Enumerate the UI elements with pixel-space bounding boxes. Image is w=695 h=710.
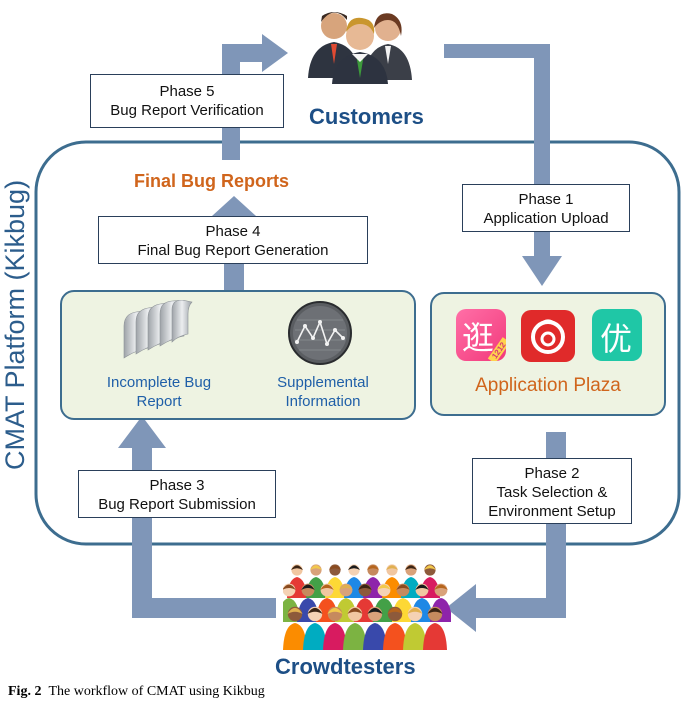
crowd-person-hair: [301, 584, 315, 590]
crowd-person-body: [383, 623, 407, 650]
crowd-person-hair: [386, 565, 398, 570]
crowd-person-hair: [348, 565, 360, 570]
crowdtesters-icon: [283, 564, 451, 650]
crowd-person-hair: [387, 607, 403, 614]
chart-circle-icon: [288, 301, 352, 365]
crowd-person-hair: [339, 584, 353, 590]
crowd-person-hair: [377, 584, 391, 590]
stacked-documents-icon: [123, 300, 193, 359]
crowd-person-hair: [407, 607, 423, 614]
phase-2-subtitle-line-2: Environment Setup: [488, 503, 616, 520]
figure-label: Fig. 2: [8, 684, 42, 699]
crowd-person-hair: [396, 584, 410, 590]
bug-report-panel: [60, 290, 416, 420]
crowd-person-hair: [287, 607, 303, 614]
figure-caption: Fig. 2 The workflow of CMAT using Kikbug: [8, 684, 265, 700]
music-app-icon: [521, 310, 575, 362]
crowd-person-hair: [424, 565, 436, 570]
crowd-person-hair: [367, 607, 383, 614]
crowd-person-hair: [434, 584, 448, 590]
phase-2-box: Phase 2 Task Selection & Environment Set…: [472, 458, 632, 524]
incomplete-line-2: Report: [136, 393, 182, 410]
crowd-person-hair: [291, 565, 303, 570]
crowd-person-hair: [405, 565, 417, 570]
crowd-person-hair: [427, 607, 443, 614]
phase-5-subtitle: Bug Report Verification: [110, 102, 264, 119]
platform-label: CMAT Platform (Kikbug): [0, 179, 30, 470]
phase-1-box: Phase 1 Application Upload: [462, 184, 630, 232]
crowd-person-body: [283, 623, 307, 650]
crowd-person-body: [323, 623, 347, 650]
phase-4-subtitle: Final Bug Report Generation: [137, 242, 329, 259]
crowd-person-body: [423, 623, 447, 650]
incomplete-line-1: Incomplete Bug: [106, 374, 212, 391]
supplemental-line-2: Information: [285, 393, 361, 410]
final-bug-reports-label: Final Bug Reports: [134, 171, 290, 191]
phase-1-subtitle: Application Upload: [483, 210, 609, 227]
phase-3-subtitle: Bug Report Submission: [98, 496, 256, 513]
crowd-person-hair: [367, 565, 379, 570]
crowd-person-body: [303, 623, 327, 650]
phase-3-title: Phase 3: [149, 477, 205, 494]
figure-caption-text: The workflow of CMAT using Kikbug: [48, 684, 265, 699]
crowdtesters-label: Crowdtesters: [275, 654, 416, 679]
crowd-person-hair: [283, 584, 296, 590]
platform-frame: [34, 140, 681, 546]
phase-1-title: Phase 1: [518, 191, 574, 208]
crowd-person-body: [363, 623, 387, 650]
crowd-person-hair: [329, 565, 341, 570]
incomplete-bug-report-label: Incomplete Bug Report: [94, 373, 224, 411]
arrow-phase-1: [444, 44, 562, 286]
crowd-person-hair: [310, 565, 322, 570]
crowd-person-hair: [358, 584, 372, 590]
crowd-person-body: [403, 623, 427, 650]
crowd-person-hair: [307, 607, 323, 614]
crowd-person-hair: [320, 584, 334, 590]
phase-2-subtitle-line-1: Task Selection &: [496, 484, 608, 501]
phase-3-box: Phase 3 Bug Report Submission: [78, 470, 276, 518]
video-app-icon: 优: [592, 309, 642, 361]
app-icon-shopping: 逛 1212: [456, 309, 506, 361]
supplemental-information-label: Supplemental Information: [262, 373, 384, 411]
crowd-person-hair: [347, 607, 363, 614]
customers-icon: [308, 12, 412, 84]
crowd-person-hair: [415, 584, 429, 590]
supplemental-line-1: Supplemental: [277, 374, 369, 391]
customers-label: Customers: [309, 104, 424, 129]
app-icon-1-glyph: 逛: [462, 319, 495, 357]
crowd-person-body: [343, 623, 367, 650]
phase-5-box: Phase 5 Bug Report Verification: [90, 74, 284, 128]
app-icon-3-glyph: 优: [600, 320, 633, 358]
phase-4-box: Phase 4 Final Bug Report Generation: [98, 216, 368, 264]
crowd-person-hair: [327, 607, 343, 614]
application-plaza-label: Application Plaza: [475, 375, 621, 396]
phase-2-title: Phase 2: [524, 465, 580, 482]
phase-4-title: Phase 4: [205, 223, 261, 240]
phase-5-title: Phase 5: [159, 83, 215, 100]
